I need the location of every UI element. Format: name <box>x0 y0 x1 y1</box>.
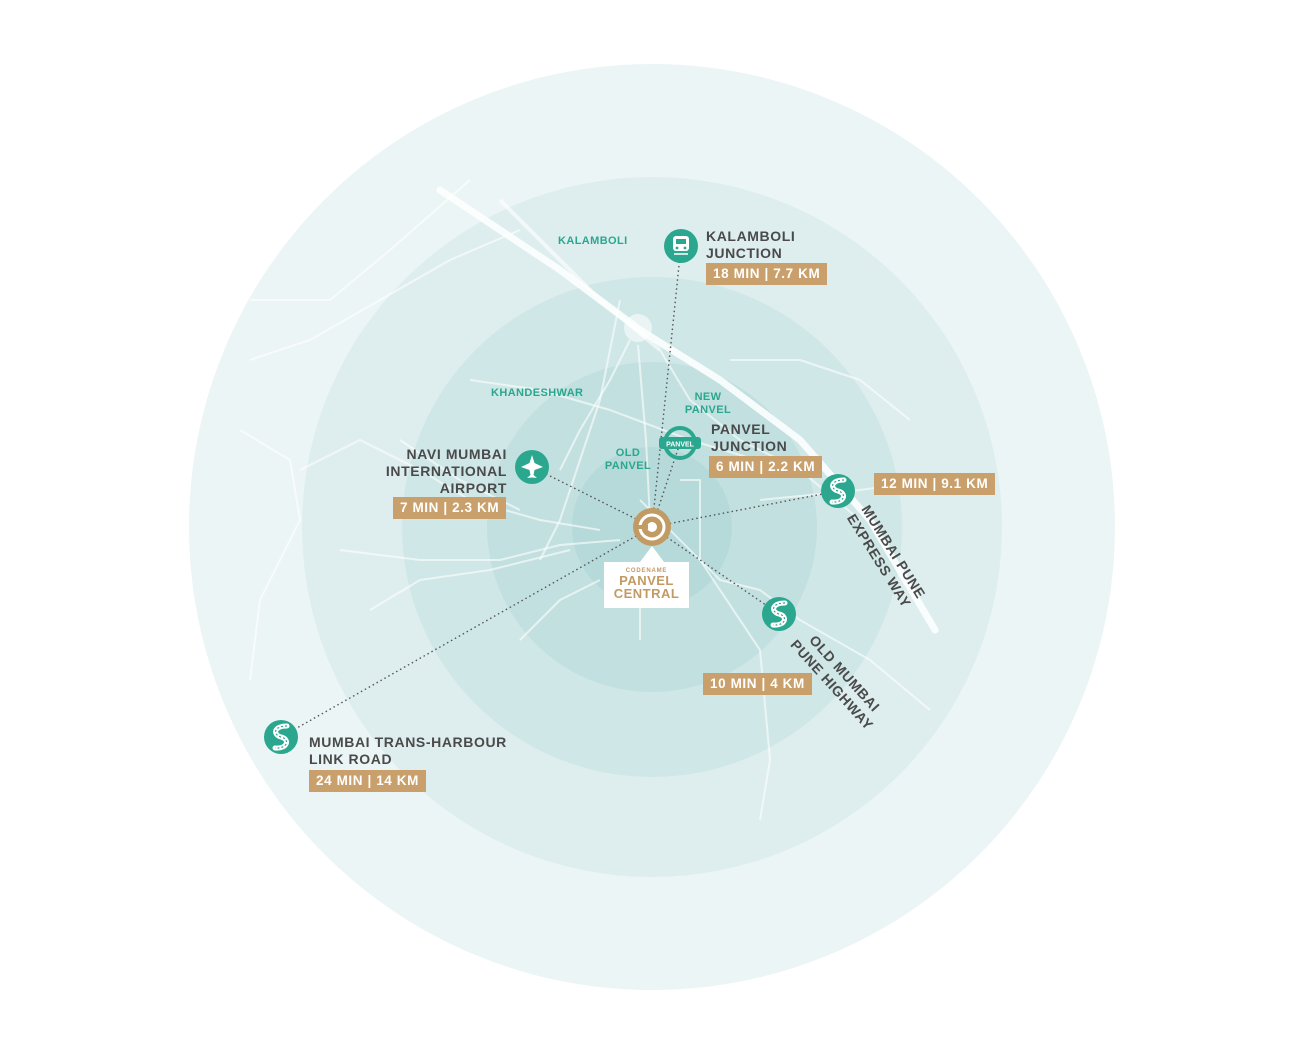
panvel-junction-line1: PANVEL <box>711 421 771 437</box>
panvel-junction-distance-badge: 6 MIN | 2.2 KM <box>709 456 823 478</box>
road-icon[interactable] <box>821 474 855 508</box>
line-to-expressway <box>651 490 839 528</box>
expressway-distance-badge: 12 MIN | 9.1 KM <box>874 473 996 495</box>
airport-line1: NAVI MUMBAI <box>406 446 507 462</box>
airport-line3: AIRPORT <box>439 480 507 496</box>
airplane-icon[interactable] <box>515 450 549 484</box>
expressway-road <box>436 186 939 634</box>
old-highway-distance-badge: 10 MIN | 4 KM <box>703 673 812 695</box>
roundabout <box>624 314 652 342</box>
kalamboli-junction-line2: JUNCTION <box>706 245 783 261</box>
project-card[interactable]: CODENAME PANVEL CENTRAL <box>604 562 689 608</box>
airport-line2: INTERNATIONAL <box>385 463 507 479</box>
train-icon[interactable] <box>664 229 698 263</box>
area-label-old-panvel: OLD PANVEL <box>604 447 652 473</box>
area-label-kalamboli: KALAMBOLI <box>558 235 628 247</box>
project-name-line1: PANVEL <box>619 573 674 588</box>
airport-distance-badge: 7 MIN | 2.3 KM <box>393 497 507 519</box>
road-network <box>239 179 931 821</box>
trans-harbour-line1: MUMBAI TRANS-HARBOUR <box>309 734 507 750</box>
area-label-old-panvel-line1: OLD <box>615 447 641 459</box>
target-logo-icon[interactable] <box>633 508 671 546</box>
trans-harbour-line2: LINK ROAD <box>309 751 393 767</box>
panvel-junction-line2: JUNCTION <box>711 438 788 454</box>
line-to-old-highway <box>651 526 780 615</box>
road-icon[interactable] <box>762 597 796 631</box>
roundel-text: PANVEL <box>666 442 695 449</box>
airport-label: NAVI MUMBAI INTERNATIONAL AIRPORT <box>355 446 507 497</box>
kalamboli-junction-line1: KALAMBOLI <box>706 228 796 244</box>
trans-harbour-distance-badge: 24 MIN | 14 KM <box>309 770 426 792</box>
area-label-khandeshwar: KHANDESHWAR <box>491 387 584 399</box>
panvel-junction-label: PANVEL JUNCTION <box>711 421 787 455</box>
kalamboli-junction-label: KALAMBOLI JUNCTION <box>706 228 795 262</box>
project-card-pointer <box>640 546 664 562</box>
project-name-line2: CENTRAL <box>613 586 680 601</box>
area-label-new-panvel-line2: PANVEL <box>684 404 732 416</box>
area-label-new-panvel: NEW PANVEL <box>684 391 732 417</box>
area-label-new-panvel-line1: NEW <box>694 391 722 403</box>
kalamboli-junction-distance-badge: 18 MIN | 7.7 KM <box>706 263 828 285</box>
road-icon[interactable] <box>264 720 298 754</box>
station-roundel-icon[interactable]: PANVEL <box>659 426 701 460</box>
line-to-kalamboli <box>651 245 682 528</box>
project-codename: CODENAME <box>625 568 668 574</box>
trans-harbour-label: MUMBAI TRANS-HARBOUR LINK ROAD <box>309 734 507 768</box>
area-label-old-panvel-line2: PANVEL <box>604 460 652 472</box>
